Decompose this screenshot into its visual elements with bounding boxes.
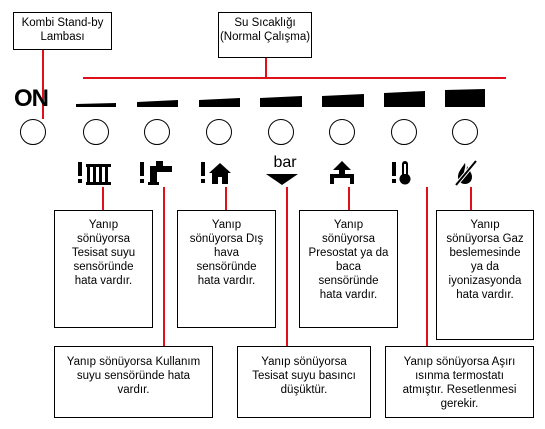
desc-overheat: Yanıp sönüyorsa Aşırı ısınma termostatı … <box>385 346 534 418</box>
desc-pressostat: Yanıp sönüyorsa Presostat ya da baca sen… <box>299 210 398 328</box>
desc-dhw-sensor-text: Yanıp sönüyorsa Kullanım suyu sensöründe… <box>66 356 201 396</box>
water-temp-box: Su Sıcaklığı (Normal Çalışma) <box>218 12 312 58</box>
temp-bar-5 <box>322 94 364 107</box>
house-warning-icon <box>201 162 231 184</box>
led-7 <box>452 119 478 145</box>
temp-bar-7 <box>445 89 485 107</box>
standby-lamp-box: Kombi Stand-by Lambası <box>13 12 112 50</box>
led-4 <box>268 119 294 145</box>
desc-water-pressure-text: Yanıp sönüyorsa Tesisat suyu basıncı düş… <box>252 356 356 396</box>
desc-water-pressure: Yanıp sönüyorsa Tesisat suyu basıncı düş… <box>237 346 371 418</box>
temp-bar-4 <box>260 96 302 107</box>
led-3 <box>206 119 232 145</box>
led-1 <box>83 119 109 145</box>
led-5 <box>329 119 355 145</box>
temp-bar-1 <box>76 103 116 107</box>
desc-heating-sensor-text: Yanıp sönüyorsa Tesisat suyu sensöründe … <box>71 219 136 287</box>
water-temp-connector-line <box>265 58 267 78</box>
desc-dhw-sensor: Yanıp sönüyorsa Kullanım suyu sensöründe… <box>54 346 213 418</box>
connector-pressostat <box>348 187 350 210</box>
gas-flame-crossed-icon <box>454 159 478 186</box>
temp-bar-3 <box>199 98 240 107</box>
connector-overheat <box>426 187 428 346</box>
desc-outdoor-sensor: Yanıp sönüyorsa Dış hava sensöründe hata… <box>177 210 276 328</box>
desc-outdoor-sensor-text: Yanıp sönüyorsa Dış hava sensöründe hata… <box>189 219 264 287</box>
connector-dhw-sensor <box>163 187 165 346</box>
led-2 <box>144 119 170 145</box>
desc-gas-ionization: Yanıp sönüyorsa Gaz beslemesinde ya da i… <box>436 210 534 340</box>
desc-overheat-text: Yanıp sönüyorsa Aşırı ısınma termostatı … <box>402 356 517 410</box>
temp-bar-6 <box>384 91 425 107</box>
faucet-warning-icon <box>140 161 172 185</box>
desc-heating-sensor: Yanıp sönüyorsa Tesisat suyu sensöründe … <box>54 210 153 328</box>
connector-heating-sensor <box>102 187 104 210</box>
connector-water-pressure <box>286 187 288 346</box>
connector-gas-ionization <box>470 187 472 210</box>
temp-bar-2 <box>137 100 178 107</box>
led-6 <box>391 119 417 145</box>
pressostat-flue-icon <box>330 161 354 184</box>
led-standby <box>20 119 46 145</box>
pressure-bar-icon <box>266 174 298 185</box>
thermometer-warning-icon <box>392 161 411 185</box>
temperature-level-bars <box>76 89 485 107</box>
water-temp-range-line <box>83 77 506 79</box>
on-label: ON <box>14 85 49 112</box>
pressure-bar-label: bar <box>273 154 297 171</box>
connector-outdoor-sensor <box>225 187 227 210</box>
desc-pressostat-text: Yanıp sönüyorsa Presostat ya da baca sen… <box>308 219 389 301</box>
desc-gas-ionization-text: Yanıp sönüyorsa Gaz beslemesinde ya da i… <box>446 219 524 301</box>
standby-lamp-label: Kombi Stand-by Lambası <box>21 17 104 43</box>
radiator-warning-icon <box>78 162 111 185</box>
standby-connector-line <box>42 50 44 119</box>
water-temp-label: Su Sıcaklığı (Normal Çalışma) <box>219 17 311 43</box>
